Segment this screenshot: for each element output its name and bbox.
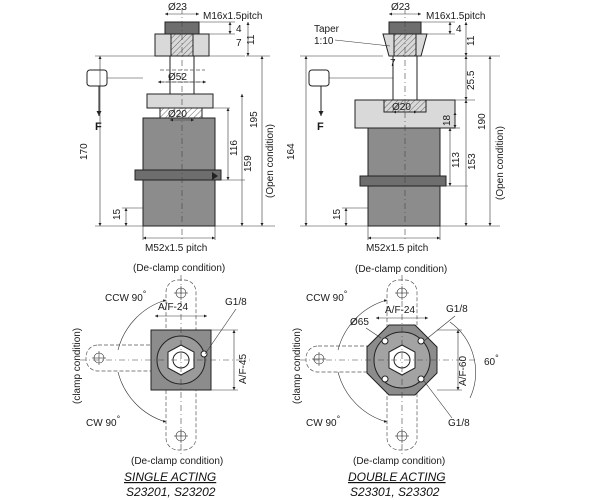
double-acting-side-view: F Ø23 M16x1.5pitch Taper 1:10 4 7 11 25.… bbox=[286, 2, 506, 275]
double-dim-153: 153 bbox=[467, 153, 478, 170]
double-clamp-condition: (clamp condition) bbox=[292, 328, 303, 404]
double-port-fitting bbox=[308, 69, 330, 87]
double-acting-top-view: CCW 90° A/F-24 Ø65 G1/8 A/F-60 60° (clam… bbox=[292, 275, 499, 499]
single-dim-159: 159 bbox=[243, 155, 254, 172]
single-port-fitting bbox=[86, 69, 108, 87]
single-force-label: F bbox=[95, 121, 102, 133]
double-taper-ratio: 1:10 bbox=[314, 36, 334, 47]
double-af-60: A/F-60 bbox=[458, 356, 469, 386]
double-title: DOUBLE ACTING bbox=[348, 470, 446, 484]
single-g18: G1/8 bbox=[225, 297, 247, 308]
single-lock-nut bbox=[134, 169, 222, 181]
single-acting-side-view: F Ø23 M16x1.5pitch 4 7 11 Ø52 Ø20 170 15 bbox=[79, 2, 276, 274]
single-acting-top-view: CCW 90° A/F-24 G1/8 A/F-45 (clamp condit… bbox=[72, 275, 250, 499]
single-clamp-condition: (clamp condition) bbox=[72, 328, 83, 404]
single-upper-flange bbox=[146, 93, 214, 109]
single-dim-195: 195 bbox=[249, 111, 260, 128]
double-dim-164: 164 bbox=[286, 143, 297, 160]
double-dim-18: 18 bbox=[442, 114, 453, 126]
single-ccw-label: CCW 90° bbox=[105, 289, 147, 304]
double-dia-23: Ø23 bbox=[391, 2, 410, 13]
single-af-24: A/F-24 bbox=[158, 302, 188, 313]
double-body bbox=[367, 127, 441, 181]
double-g18-b: G1/8 bbox=[448, 418, 470, 429]
double-lock-nut bbox=[359, 175, 447, 187]
double-dim-25-5: 25.5 bbox=[466, 70, 477, 90]
double-dim-4: 4 bbox=[456, 24, 462, 35]
double-thread-top: M16x1.5pitch bbox=[426, 11, 485, 22]
single-dia-23: Ø23 bbox=[168, 2, 187, 13]
double-declamp-bottom: (De-clamp condition) bbox=[353, 456, 445, 467]
double-dim-113: 113 bbox=[451, 152, 462, 168]
double-dia-65: Ø65 bbox=[350, 317, 369, 328]
single-thread-bottom: M52x1.5 pitch bbox=[145, 243, 207, 254]
double-dim-7: 7 bbox=[390, 58, 396, 69]
single-cw-label: CW 90° bbox=[86, 414, 121, 429]
single-lower-body bbox=[142, 179, 216, 227]
double-dim-11: 11 bbox=[466, 35, 477, 46]
single-declamp-bottom: (De-clamp condition) bbox=[131, 456, 223, 467]
single-dim-7: 7 bbox=[236, 38, 242, 49]
single-dia-20: Ø20 bbox=[168, 109, 187, 120]
single-open-condition: (Open condition) bbox=[265, 124, 276, 198]
double-lower-body bbox=[367, 185, 441, 227]
double-ccw-label: CCW 90° bbox=[306, 289, 348, 304]
double-force-label: F bbox=[317, 121, 324, 133]
single-dia-52: Ø52 bbox=[168, 72, 187, 83]
single-dim-15: 15 bbox=[112, 208, 123, 220]
single-dim-4: 4 bbox=[236, 24, 242, 35]
single-dim-11: 11 bbox=[246, 34, 257, 45]
single-models: S23201, S23202 bbox=[126, 485, 216, 499]
double-declamp-top: (De-clamp condition) bbox=[355, 264, 447, 275]
single-dim-116: 116 bbox=[229, 140, 240, 156]
double-af-24: A/F-24 bbox=[385, 305, 415, 316]
double-thread-bottom: M52x1.5 pitch bbox=[366, 243, 428, 254]
single-thread-top: M16x1.5pitch bbox=[203, 11, 262, 22]
double-models: S23301, S23302 bbox=[350, 485, 440, 499]
single-title: SINGLE ACTING bbox=[124, 470, 216, 484]
single-body bbox=[142, 117, 216, 179]
single-af-45: A/F-45 bbox=[238, 354, 249, 384]
single-declamp-top: (De-clamp condition) bbox=[133, 263, 225, 274]
double-dim-190: 190 bbox=[477, 113, 488, 130]
double-cw-label: CW 90° bbox=[306, 414, 341, 429]
double-angle-60: 60° bbox=[484, 353, 499, 368]
double-dim-15: 15 bbox=[332, 208, 343, 220]
double-dia-20: Ø20 bbox=[392, 102, 411, 113]
double-taper: Taper bbox=[314, 24, 340, 35]
double-g18-a: G1/8 bbox=[446, 304, 468, 315]
single-dim-170: 170 bbox=[79, 143, 90, 160]
double-open-condition: (Open condition) bbox=[495, 126, 506, 200]
